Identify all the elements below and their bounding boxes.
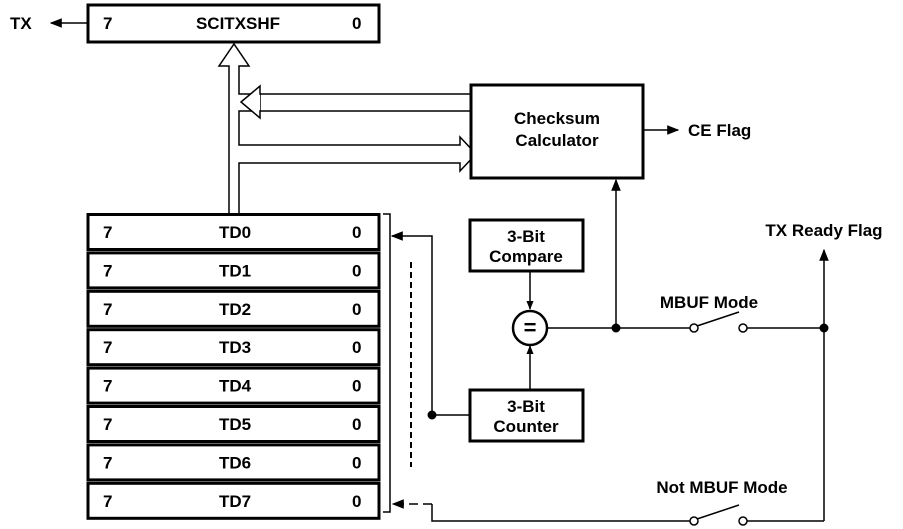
buffer-row: 7 TD6 0 [86,443,381,482]
checksum-calculator: Checksum Calculator [469,83,645,180]
buffer-name: TD7 [219,492,251,511]
mbuf-mode-switch [689,311,748,333]
buffer-right-bit: 0 [352,415,361,434]
buffer-right-bit: 0 [352,492,361,511]
buffer-bracket [383,213,391,513]
compare-label-line2: Compare [489,247,563,266]
shift-register: 7 SCITXSHF 0 [86,3,381,44]
three-bit-compare: 3-Bit Compare [468,218,585,273]
shift-register-name: SCITXSHF [196,14,280,33]
buffer-name: TD4 [219,377,252,396]
buffer-left-bit: 7 [103,453,112,472]
counter-label-line1: 3-Bit [507,397,545,416]
buffer-box [86,405,381,443]
buffer-name: TD6 [219,453,251,472]
buffer-right-bit: 0 [352,300,361,319]
buffer-name: TD5 [219,415,251,434]
buffer-row: 7 TD1 0 [86,251,381,290]
checksum-label-line1: Checksum [514,109,600,128]
buffer-right-bit: 0 [352,223,361,242]
buffer-row: 7 TD3 0 [86,328,381,367]
buffer-row: 7 TD4 0 [86,366,381,405]
buffer-box [86,328,381,367]
buffer-left-bit: 7 [103,300,112,319]
buffer-box [86,481,381,520]
pointer-arrow-td0 [390,231,433,415]
data-bus [217,42,478,213]
not-mbuf-mode-switch [689,504,748,526]
buffer-name: TD0 [219,223,251,242]
buffer-name: TD3 [219,338,251,357]
buffer-box [86,366,381,405]
buffer-left-bit: 7 [103,338,112,357]
buffer-right-bit: 0 [352,261,361,280]
tx-label: TX [10,14,32,33]
buffer-left-bit: 7 [103,492,112,511]
buffer-right-bit: 0 [352,377,361,396]
not-mbuf-return-line [431,504,690,522]
buffer-right-bit: 0 [352,453,361,472]
buffer-left-bit: 7 [103,223,112,242]
buffer-right-bit: 0 [352,338,361,357]
compare-label-line1: 3-Bit [507,227,545,246]
buffer-row: 7 TD7 0 [86,481,381,520]
comparator-symbol: = [524,315,537,340]
buffer-box [86,213,381,251]
buffer-box [86,251,381,290]
compare-box [468,218,585,273]
tx-ready-flag-label: TX Ready Flag [765,221,882,240]
checksum-calculator-box [469,83,645,180]
buffer-name: TD2 [219,300,251,319]
tx-ready-junction-dot [819,323,829,333]
ce-flag-label: CE Flag [688,121,751,140]
buffer-left-bit: 7 [103,377,112,396]
checksum-label-line2: Calculator [515,131,599,150]
buffer-box [86,289,381,328]
buffer-name: TD1 [219,261,251,280]
pointer-junction-dot [427,410,437,420]
mbuf-mode-label: MBUF Mode [660,293,758,312]
bus-return-arrowhead [239,84,261,120]
shift-register-right-bit: 0 [352,14,361,33]
buffer-row: 7 TD0 0 [86,213,381,251]
buffer-row: 7 TD5 0 [86,405,381,443]
buffer-box [86,443,381,482]
buffer-row: 7 TD2 0 [86,289,381,328]
not-mbuf-mode-label: Not MBUF Mode [656,478,787,497]
buffer-left-bit: 7 [103,415,112,434]
buffer-left-bit: 7 [103,261,112,280]
counter-label-line2: Counter [493,417,559,436]
shift-register-box [86,3,381,44]
shift-register-left-bit: 7 [103,14,112,33]
three-bit-counter: 3-Bit Counter [468,388,585,443]
